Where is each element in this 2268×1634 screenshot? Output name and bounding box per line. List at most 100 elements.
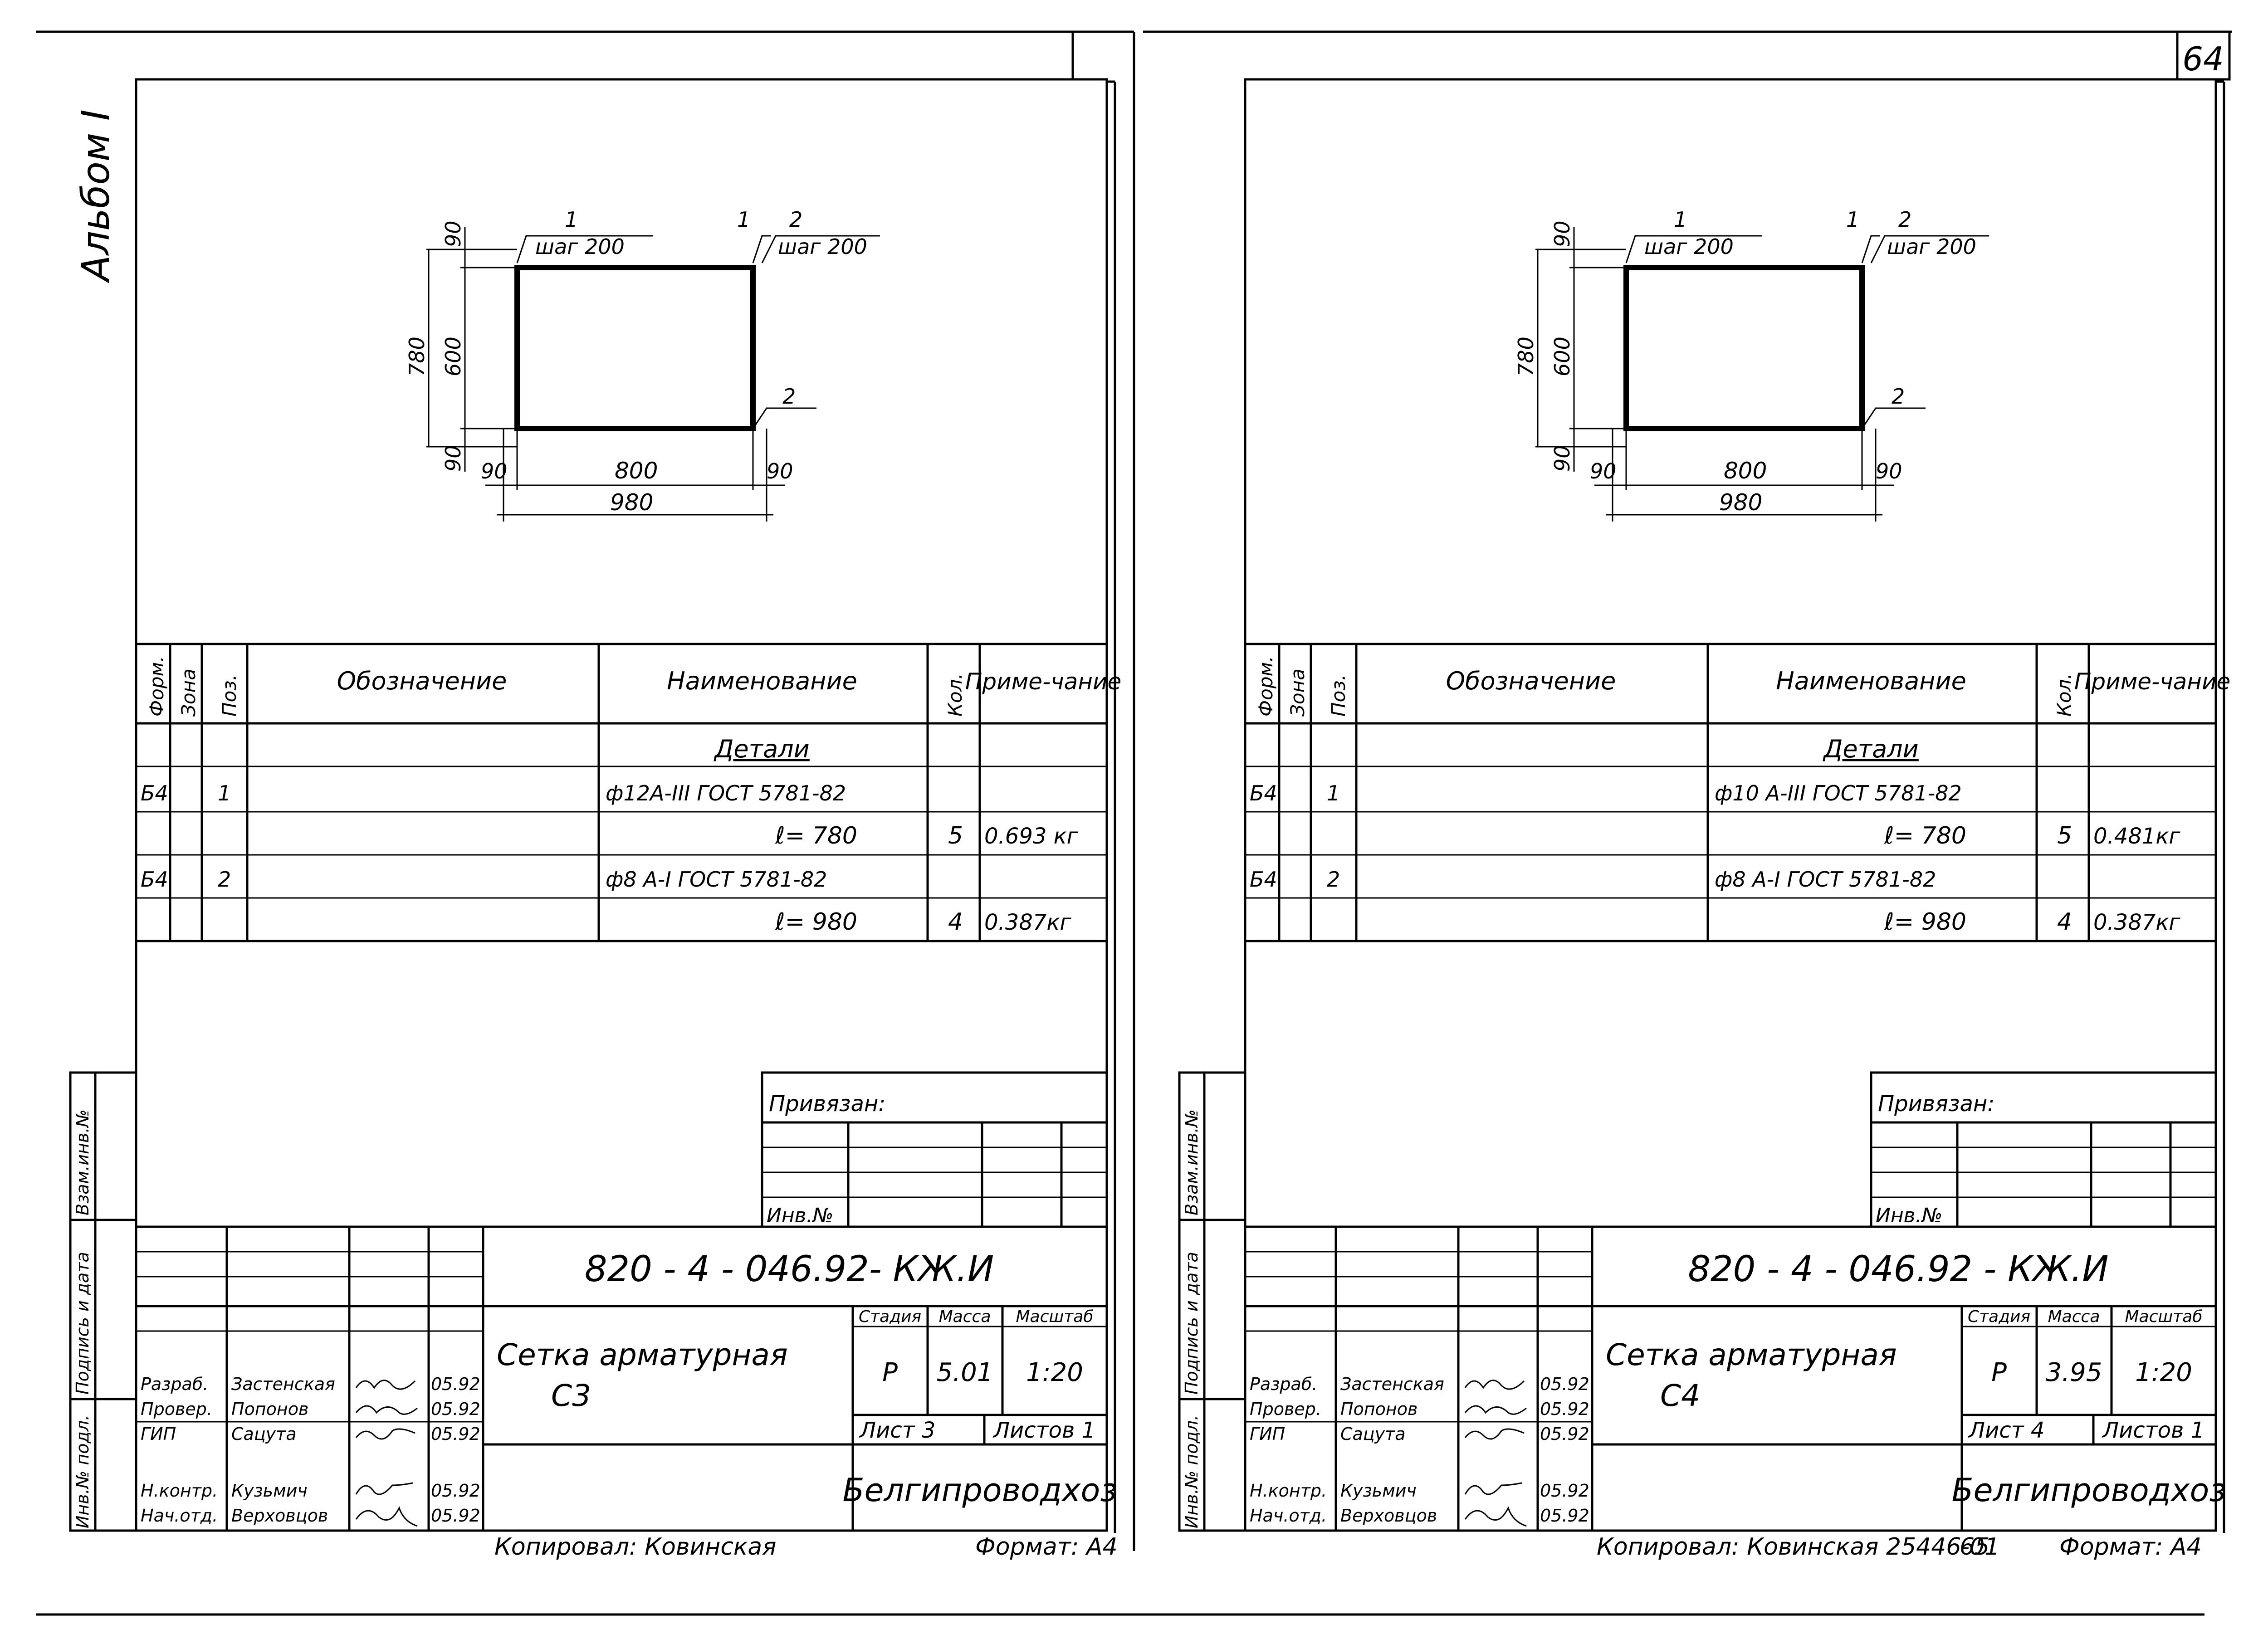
side-stamp-sign: Подпись и дата [1182, 1252, 1202, 1395]
row2-name: ℓ= 780 [1884, 822, 1966, 849]
row3-name: ф8 А-I ГОСТ 5781-82 [606, 867, 827, 892]
name-normcontrol: Кузьмич [231, 1481, 308, 1501]
row1-name: ф12А-III ГОСТ 5781-82 [606, 781, 846, 805]
organization: Белгипроводхоз [1951, 1472, 2226, 1509]
sheet-frame [1244, 78, 2217, 1532]
binding-inv: Инв.№ [1876, 1204, 1942, 1227]
row1-format: Б4 [141, 781, 168, 805]
mesh-outline [1623, 265, 1865, 431]
page-mark: 65 [1960, 1533, 1989, 1561]
signature-checker [355, 1405, 418, 1415]
side-stamp-inv: Инв.№ подл. [73, 1415, 93, 1528]
date-checker: 05.92 [431, 1399, 480, 1419]
title-block: 820 - 4 - 046.92 - КЖ.И Сетка арматурная… [1245, 1225, 2226, 1531]
col-zone: Зона [1286, 668, 1309, 717]
step-label-2: шаг 200 [778, 234, 867, 259]
signature-gip [355, 1428, 415, 1440]
date-developer: 05.92 [431, 1374, 480, 1394]
mesh-drawing: 90 780 600 90 90 800 90 980 1 шаг 200 1 … [405, 207, 880, 522]
sheet-left: Инв.№ подл. Подпись и дата Взам.инв.№ 90… [69, 78, 1121, 1533]
format-right: Формат: А4 [2059, 1533, 2202, 1561]
date-head: 05.92 [1540, 1506, 1589, 1526]
col-qty: Кол. [2053, 673, 2075, 717]
sheet-number: Лист 3 [859, 1418, 935, 1443]
copied-by-right: Копировал: Ковинская 25446-01 [1597, 1533, 1999, 1561]
role-head: Нач.отд. [1250, 1506, 1327, 1526]
format-left: Формат: А4 [975, 1533, 1118, 1561]
binding-block: Привязан: Инв.№ [1870, 1071, 2217, 1228]
name-normcontrol: Кузьмич [1340, 1481, 1417, 1501]
dim-left-90: 90 [1590, 459, 1617, 483]
row1-pos: 1 [218, 781, 231, 805]
col-pos: Поз. [1327, 674, 1349, 717]
dim-600: 600 [1550, 337, 1574, 376]
binding-title: Привязан: [1878, 1091, 1994, 1117]
copied-by-left: Копировал: Ковинская [494, 1533, 776, 1561]
scale-label: Масштаб [2125, 1307, 2202, 1326]
stage-value: Р [1991, 1358, 2007, 1387]
row4-name: ℓ= 980 [775, 908, 857, 936]
row1-format: Б4 [1250, 781, 1277, 805]
signature-checker [1464, 1405, 1527, 1415]
row4-note: 0.387кг [984, 910, 1071, 935]
pos2-label: 2 [1898, 207, 1911, 232]
col-format: Форм. [1255, 656, 1277, 717]
step-label-1: шаг 200 [535, 234, 625, 259]
col-note: Приме-чание [2074, 668, 2230, 695]
dim-bottom-90: 90 [441, 445, 465, 472]
row4-name: ℓ= 980 [1884, 908, 1966, 936]
name-head: Верховцов [231, 1506, 328, 1526]
album-label: Альбом I [73, 109, 118, 283]
role-developer: Разраб. [1250, 1374, 1317, 1394]
row2-note: 0.481кг [2093, 824, 2180, 849]
mass-label: Масса [939, 1307, 991, 1326]
name-head: Верховцов [1340, 1506, 1437, 1526]
row3-format: Б4 [1250, 867, 1277, 892]
dim-right-90: 90 [767, 459, 793, 483]
title-block: 820 - 4 - 046.92- КЖ.И Сетка арматурная … [136, 1225, 1117, 1531]
col-note: Приме-чание [965, 668, 1121, 695]
binding-title: Привязан: [769, 1091, 885, 1117]
signature-gip [1464, 1428, 1525, 1440]
signature-normcontrol [1464, 1482, 1522, 1495]
row4-qty: 4 [948, 908, 963, 936]
doc-name-line1: Сетка арматурная [497, 1337, 788, 1372]
row2-qty: 5 [2057, 822, 2072, 849]
stage-label: Стадия [1968, 1307, 2030, 1326]
signatures [355, 1380, 418, 1527]
signature-developer [1464, 1380, 1525, 1390]
name-gip: Сацута [1340, 1424, 1406, 1444]
name-checker: Попонов [1340, 1399, 1418, 1419]
step-label-1: шаг 200 [1644, 234, 1734, 259]
spec-table: Форм. Зона Поз. Обозначение Наименование… [136, 643, 1121, 942]
date-gip: 05.92 [431, 1424, 480, 1444]
stage-value: Р [882, 1358, 898, 1387]
date-developer: 05.92 [1540, 1374, 1589, 1394]
row3-format: Б4 [141, 867, 168, 892]
dim-800: 800 [615, 458, 658, 484]
dim-980: 980 [610, 489, 653, 516]
name-gip: Сацута [231, 1424, 297, 1444]
spec-table: Форм. Зона Поз. Обозначение Наименование… [1245, 643, 2230, 942]
scale-value: 1:20 [1026, 1358, 1083, 1387]
side-stamp-sign: Подпись и дата [73, 1252, 93, 1395]
role-normcontrol: Н.контр. [141, 1481, 218, 1501]
col-name: Наименование [667, 667, 857, 695]
signature-developer [355, 1380, 416, 1390]
dim-780: 780 [1514, 337, 1538, 376]
dim-top-90: 90 [441, 220, 465, 247]
scale-value: 1:20 [2135, 1358, 2192, 1387]
mesh-drawing: 90 780 600 90 90 800 90 980 1 шаг 200 1 … [1514, 207, 1989, 522]
row4-qty: 4 [2057, 908, 2072, 936]
signature-head [1464, 1506, 1527, 1527]
signature-normcontrol [355, 1482, 413, 1495]
role-gip: ГИП [141, 1424, 176, 1444]
dim-780: 780 [405, 337, 429, 376]
scale-label: Масштаб [1016, 1307, 1093, 1326]
mass-label: Масса [2048, 1307, 2100, 1326]
mesh-outline [514, 265, 756, 431]
stage-label: Стадия [859, 1307, 921, 1326]
role-normcontrol: Н.контр. [1250, 1481, 1327, 1501]
dim-800: 800 [1724, 458, 1767, 484]
date-head: 05.92 [431, 1506, 480, 1526]
